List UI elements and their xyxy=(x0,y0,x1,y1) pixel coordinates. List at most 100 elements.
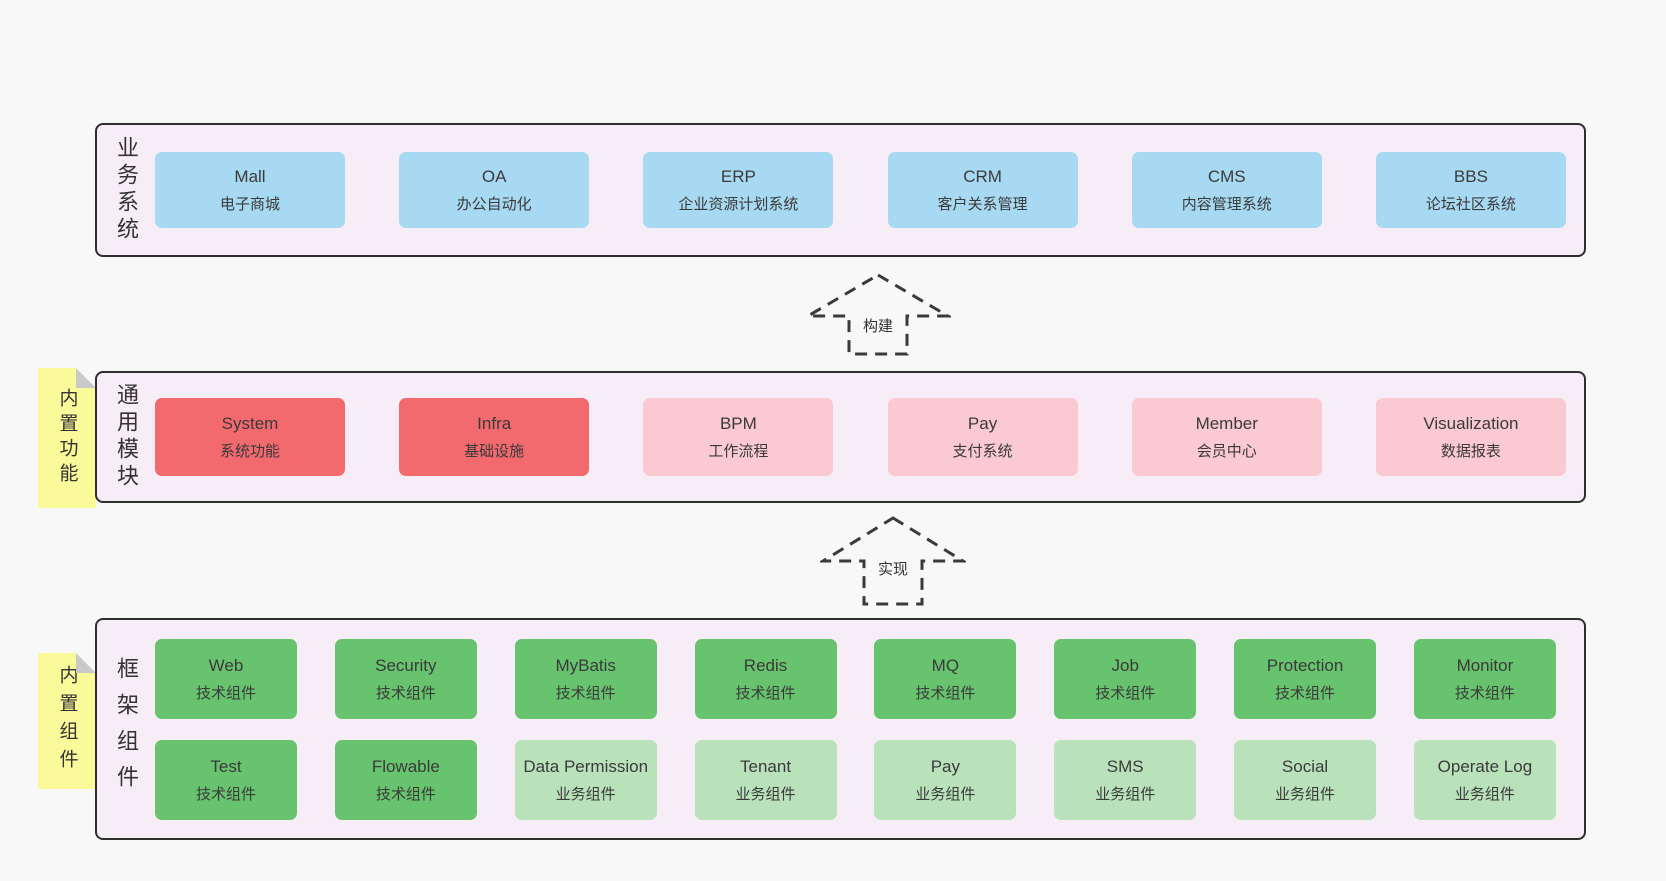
box-infra: Infra 基础设施 xyxy=(399,398,590,476)
box-mybatis: MyBatis 技术组件 xyxy=(514,639,657,719)
box-title: ERP xyxy=(720,167,756,187)
box-subtitle: 技术组件 xyxy=(1275,684,1336,702)
box-data-permission: Data Permission 业务组件 xyxy=(514,740,657,820)
box-title: Operate Log xyxy=(1437,757,1533,777)
box-web: Web 技术组件 xyxy=(155,639,297,719)
arrow-label-implement: 实现 xyxy=(874,557,912,580)
box-subtitle: 论坛社区系统 xyxy=(1425,195,1516,213)
box-subtitle: 会员中心 xyxy=(1196,442,1257,460)
box-subtitle: 数据报表 xyxy=(1440,442,1501,460)
common-modules-row: System 系统功能 Infra 基础设施 BPM 工作流程 Pay 支付系统… xyxy=(155,373,1566,501)
box-subtitle: 客户关系管理 xyxy=(937,195,1028,213)
sticky-note-text: 内置组件 xyxy=(56,665,78,777)
box-title: Monitor xyxy=(1456,656,1514,676)
sticky-note-built-in-components: 内置组件 xyxy=(38,653,96,789)
box-test: Test 技术组件 xyxy=(155,740,297,820)
box-oa: OA 办公自动化 xyxy=(399,152,590,228)
box-mq: MQ 技术组件 xyxy=(874,639,1017,719)
dashed-up-arrow-icon xyxy=(805,273,951,356)
box-title: Mall xyxy=(234,167,266,187)
box-subtitle: 业务组件 xyxy=(555,785,616,803)
box-title: Infra xyxy=(477,414,512,434)
layer-business-systems: 业务系统 Mall 电子商城 OA 办公自动化 ERP 企业资源计划系统 CRM… xyxy=(95,123,1586,257)
box-pay: Pay 支付系统 xyxy=(887,398,1078,476)
layer-framework-components: 框架组件 Web 技术组件 Security 技术组件 MyBatis 技术组件… xyxy=(95,618,1586,840)
box-sms: SMS 业务组件 xyxy=(1054,740,1197,820)
build-arrow: 构建 xyxy=(805,272,951,357)
box-title: Redis xyxy=(743,656,788,676)
box-mall: Mall 电子商城 xyxy=(155,152,345,228)
box-job: Job 技术组件 xyxy=(1054,639,1197,719)
layer-label-common-modules: 通用模块 xyxy=(114,383,139,491)
box-title: Job xyxy=(1111,656,1139,676)
box-title: BPM xyxy=(719,414,757,434)
box-operate-log: Operate Log 业务组件 xyxy=(1413,740,1556,820)
framework-components-row-1: Web 技术组件 Security 技术组件 MyBatis 技术组件 Redi… xyxy=(155,639,1556,719)
box-title: Data Permission xyxy=(523,757,649,777)
box-title: Security xyxy=(375,656,437,676)
box-subtitle: 办公自动化 xyxy=(456,195,532,213)
box-social: Social 业务组件 xyxy=(1234,740,1377,820)
box-member: Member 会员中心 xyxy=(1131,398,1322,476)
box-title: OA xyxy=(481,167,507,187)
arrow-label-build: 构建 xyxy=(859,314,897,337)
box-title: Pay xyxy=(967,414,998,434)
box-title: CMS xyxy=(1207,167,1246,187)
box-subtitle: 工作流程 xyxy=(708,442,769,460)
sticky-note-built-in-features: 内置功能 xyxy=(38,368,96,508)
box-bbs: BBS 论坛社区系统 xyxy=(1375,152,1566,228)
box-title: Test xyxy=(210,757,242,777)
layer-label-business-systems: 业务系统 xyxy=(114,136,139,244)
framework-components-grid: Web 技术组件 Security 技术组件 MyBatis 技术组件 Redi… xyxy=(155,639,1556,820)
box-pay-component: Pay 业务组件 xyxy=(874,740,1017,820)
box-title: Tenant xyxy=(740,757,792,777)
box-title: Member xyxy=(1195,414,1258,434)
box-subtitle: 业务组件 xyxy=(1275,785,1336,803)
box-security: Security 技术组件 xyxy=(334,639,477,719)
layer-common-modules: 通用模块 System 系统功能 Infra 基础设施 BPM 工作流程 Pay… xyxy=(95,371,1586,503)
box-subtitle: 电子商城 xyxy=(219,195,280,213)
box-subtitle: 业务组件 xyxy=(735,785,796,803)
layer-label-framework-components: 框架组件 xyxy=(114,657,139,801)
box-title: Web xyxy=(208,656,244,676)
box-subtitle: 内容管理系统 xyxy=(1181,195,1272,213)
sticky-note-text: 内置功能 xyxy=(56,388,78,488)
framework-components-row-2: Test 技术组件 Flowable 技术组件 Data Permission … xyxy=(155,740,1556,820)
box-flowable: Flowable 技术组件 xyxy=(334,740,477,820)
box-title: Social xyxy=(1281,757,1329,777)
box-subtitle: 基础设施 xyxy=(464,442,525,460)
box-cms: CMS 内容管理系统 xyxy=(1131,152,1322,228)
implement-arrow: 实现 xyxy=(820,515,966,607)
box-subtitle: 技术组件 xyxy=(195,684,256,702)
box-title: CRM xyxy=(963,167,1002,187)
box-subtitle: 支付系统 xyxy=(952,442,1013,460)
box-visualization: Visualization 数据报表 xyxy=(1375,398,1566,476)
box-title: BBS xyxy=(1453,167,1488,187)
box-tenant: Tenant 业务组件 xyxy=(694,740,837,820)
dashed-up-arrow-icon xyxy=(820,516,966,606)
box-subtitle: 技术组件 xyxy=(375,684,436,702)
box-erp: ERP 企业资源计划系统 xyxy=(643,152,834,228)
box-protection: Protection 技术组件 xyxy=(1234,639,1377,719)
box-title: MQ xyxy=(931,656,960,676)
box-subtitle: 技术组件 xyxy=(195,785,256,803)
box-redis: Redis 技术组件 xyxy=(694,639,837,719)
box-subtitle: 业务组件 xyxy=(915,785,976,803)
box-crm: CRM 客户关系管理 xyxy=(887,152,1078,228)
box-subtitle: 技术组件 xyxy=(735,684,796,702)
box-subtitle: 技术组件 xyxy=(915,684,976,702)
box-subtitle: 技术组件 xyxy=(555,684,616,702)
box-bpm: BPM 工作流程 xyxy=(643,398,834,476)
box-title: Pay xyxy=(930,757,961,777)
box-monitor: Monitor 技术组件 xyxy=(1413,639,1556,719)
box-subtitle: 系统功能 xyxy=(219,442,280,460)
box-title: SMS xyxy=(1106,757,1144,777)
box-subtitle: 业务组件 xyxy=(1095,785,1156,803)
business-systems-row: Mall 电子商城 OA 办公自动化 ERP 企业资源计划系统 CRM 客户关系… xyxy=(155,125,1566,255)
box-title: Visualization xyxy=(1423,414,1519,434)
box-title: Flowable xyxy=(371,757,440,777)
box-subtitle: 技术组件 xyxy=(375,785,436,803)
box-title: System xyxy=(221,414,279,434)
box-title: Protection xyxy=(1266,656,1344,676)
